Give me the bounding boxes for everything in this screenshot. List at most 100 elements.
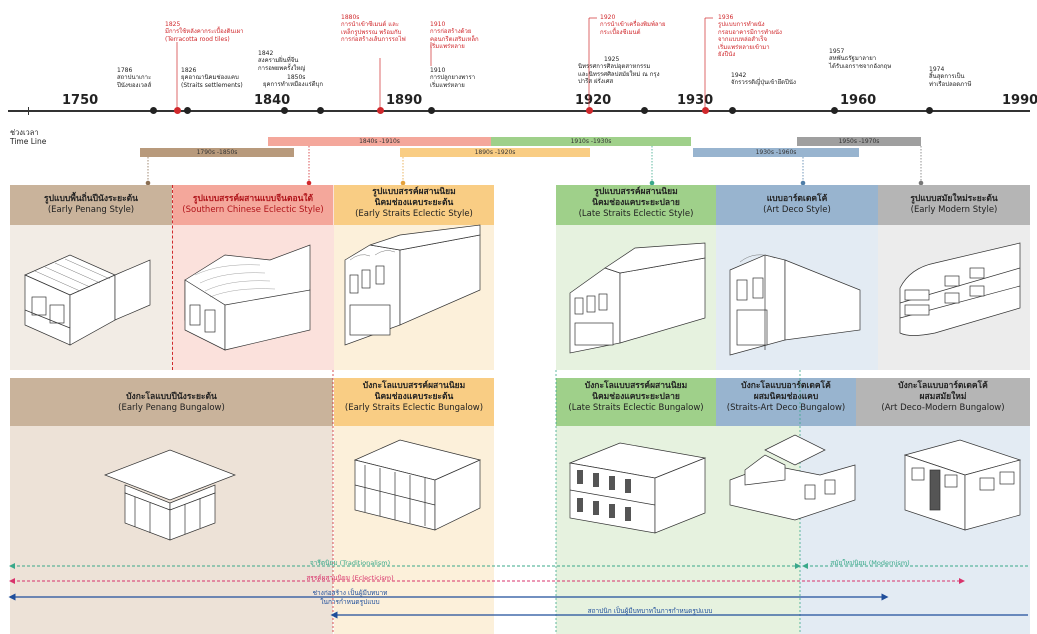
period-bar: 1910s -1930s: [491, 137, 691, 146]
event-dot: [586, 107, 593, 114]
event-year: 1910: [430, 21, 446, 28]
timeline-axis: [8, 110, 1030, 112]
event-dot: [729, 107, 736, 114]
event-year: 1925: [604, 56, 620, 63]
art-deco-shophouse-illustration: [729, 254, 861, 356]
early-straits-shophouse-illustration: [344, 224, 481, 346]
event-text: รูปแบบการทำผนัง กรอบอาคารมีการทำผนัง จาก…: [718, 21, 782, 58]
header-band: [556, 378, 716, 426]
timeline-label-th: ช่วงเวลา: [10, 128, 39, 137]
event-text: การก่อสร้างด้วย คอนกรีตเสริมเหล็ก เริ่มแ…: [430, 28, 479, 50]
event-dot: [150, 107, 157, 114]
event-text: สถาปนาเกาะ ปีนังของเวลส์: [117, 74, 152, 89]
style-header: รูปแบบสรรค์ผสานนิยม นิคมช่องแคบระยะปลาย …: [556, 187, 716, 220]
event-year: 1974: [929, 66, 945, 73]
year-label: 1960: [840, 93, 877, 108]
bungalow-header: บังกะโลแบบอาร์ตเดคโค้ ผสมสมัยใหม่ (Art D…: [856, 381, 1030, 414]
bungalow-title-en: (Straits-Art Deco Bungalow): [726, 403, 846, 413]
event-dot: [184, 107, 191, 114]
event-text: จักรวรรดิญี่ปุ่นเข้ายึดปีนัง: [731, 79, 796, 86]
event-dot: [174, 107, 181, 114]
event-text: มีการใช้หลังคากระเบื้องดินเผา (Terracott…: [165, 28, 244, 43]
event-text: สหพันธรัฐมาลายา ได้รับเอกราชจากอังกฤษ: [829, 55, 892, 70]
style-header: รูปแบบสรรค์ผสานแบบจีนตอนใต้ (Southern Ch…: [173, 194, 333, 216]
period-bar: 1790s -1850s: [140, 148, 294, 157]
event-year: 1880s: [341, 14, 360, 21]
eclecticism-label: สรรค์ผสานนิยม (Eclecticism): [306, 574, 394, 582]
event-text: การนำเข้าซีเมนต์ และ เหล็กรูปพรรณ พร้อมก…: [341, 21, 406, 43]
axis-tick: [28, 107, 29, 115]
event-text: นิทรรศการศิลปอุตสาหกรรม และนิทรรศศิลปสมั…: [578, 63, 660, 85]
bungalow-title-en: (Early Straits Eclectic Bungalow): [344, 403, 484, 413]
header-band: [716, 185, 878, 225]
architects-label: สถาปนิก เป็นผู้มีบทบาทในการกำหนดรูปแบบ: [587, 607, 713, 615]
modernism-label: สมัยใหม่นิยม (Modernism): [830, 559, 910, 567]
straits-art-deco-bungalow-illustration: [729, 434, 856, 521]
event-text: สงครามฝิ่นที่จีน การอพยพครั้งใหญ่: [258, 57, 306, 72]
event-text: ยุคการทำเหมืองแร่ดีบุก: [263, 81, 323, 88]
bungalow-title-th: บังกะโลแบบอาร์ตเดคโค้ ผสมนิคมช่องแคบ: [741, 381, 831, 402]
header-band: [334, 378, 494, 426]
header-band: [856, 378, 1030, 426]
event-dot: [926, 107, 933, 114]
event-text: ยุคอาณานิคมช่องแคบ (Straits settlements): [181, 74, 243, 89]
year-label: 1920: [575, 93, 612, 108]
event-year: 1786: [117, 67, 133, 74]
late-straits-bungalow-illustration: [568, 442, 707, 534]
art-deco-modern-bungalow-illustration: [903, 439, 1022, 531]
bungalow-header: บังกะโลแบบปีนังระยะต้น (Early Penang Bun…: [10, 392, 333, 414]
style-header: รูปแบบสมัยใหม่ระยะต้น (Early Modern Styl…: [878, 194, 1030, 216]
event-year: 1825: [165, 21, 181, 28]
bungalow-title-en: (Late Straits Eclectic Bungalow): [568, 403, 704, 413]
style-header: แบบอาร์ตเดคโค้ (Art Deco Style): [716, 194, 878, 216]
style-title-en: (Art Deco Style): [763, 205, 831, 215]
header-band: [556, 185, 716, 225]
event-dot: [641, 107, 648, 114]
style-header: รูปแบบพื้นถิ่นปีนังระยะต้น (Early Penang…: [10, 194, 172, 216]
bungalow-title-th: บังกะโลแบบสรรค์ผสานนิยม นิคมช่องแคบระยะป…: [584, 381, 688, 402]
event-year: 1850s: [287, 74, 306, 81]
builders-label: ช่างก่อสร้าง เป็นผู้มีบทบาท ในการกำหนดรู…: [312, 589, 388, 606]
style-header: รูปแบบสรรค์ผสานนิยม นิคมช่องแคบระยะต้น (…: [334, 187, 494, 220]
style-title-th: รูปแบบสรรค์ผสานนิยม นิคมช่องแคบระยะต้น: [372, 187, 456, 208]
bungalow-header: บังกะโลแบบสรรค์ผสานนิยม นิคมช่องแคบระยะต…: [334, 381, 494, 414]
style-title-en: (Early Straits Eclectic Style): [355, 209, 473, 219]
style-title-en: (Early Penang Style): [47, 205, 135, 215]
bungalow-title-th: บังกะโลแบบอาร์ตเดคโค้ ผสมสมัยใหม่: [898, 381, 988, 402]
bungalow-header: บังกะโลแบบสรรค์ผสานนิยม นิคมช่องแคบระยะป…: [556, 381, 716, 414]
header-band: [10, 185, 172, 225]
header-band: [878, 185, 1030, 225]
influence-lines: [8, 563, 1028, 619]
bungalow-title-en: (Early Penang Bungalow): [118, 403, 225, 413]
event-year: 1936: [718, 14, 734, 21]
event-dot: [281, 107, 288, 114]
bungalow-title-th: บังกะโลแบบสรรค์ผสานนิยม นิคมช่องแคบระยะต…: [362, 381, 466, 402]
style-title-en: (Late Straits Eclectic Style): [578, 209, 694, 219]
year-label: 1750: [62, 93, 99, 108]
year-label: 1990: [1002, 93, 1037, 108]
early-straits-bungalow-illustration: [353, 439, 482, 531]
style-title-th: รูปแบบสรรค์ผสานแบบจีนตอนใต้: [192, 194, 314, 204]
style-title-en: (Early Modern Style): [910, 205, 998, 215]
period-connectors: [145, 146, 924, 186]
style-title-th: รูปแบบสมัยใหม่ระยะต้น: [910, 194, 998, 204]
event-dot: [377, 107, 384, 114]
year-label: 1930: [677, 93, 714, 108]
event-year: 1910: [430, 67, 446, 74]
event-year: 1842: [258, 50, 274, 57]
period-bar: 1840s -1910s: [268, 137, 491, 146]
bungalow-title-en: (Art Deco-Modern Bungalow): [881, 403, 1005, 413]
event-text: การปลูกยางพารา เริ่มแพร่หลาย: [430, 74, 476, 89]
event-dot: [317, 107, 324, 114]
early-penang-shophouse-illustration: [24, 254, 151, 346]
header-band: [10, 378, 333, 426]
event-dot: [831, 107, 838, 114]
period-bar: 1930s -1960s: [693, 148, 859, 157]
event-text: การนำเข้าเครื่องพิมพ์ลาย กระเบื้องซีเมนต…: [600, 21, 666, 36]
style-title-th: รูปแบบสรรค์ผสานนิยม นิคมช่องแคบระยะปลาย: [592, 187, 680, 208]
year-label: 1840: [254, 93, 291, 108]
timeline-label-en: Time Line: [10, 137, 47, 146]
traditionalism-label: จารีตนิยม (Traditionalism): [309, 559, 391, 567]
event-year: 1942: [731, 72, 747, 79]
